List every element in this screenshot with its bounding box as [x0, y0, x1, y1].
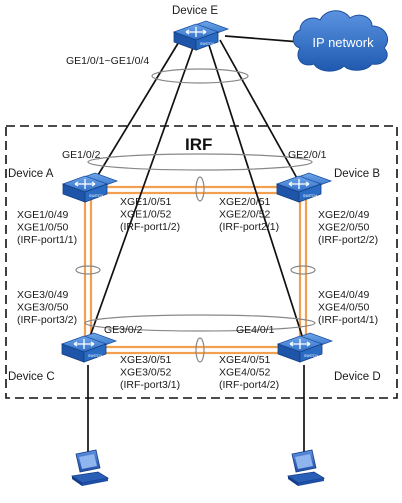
irf-boundary: [5, 125, 398, 399]
device-a-switch[interactable]: SWITCH: [61, 172, 119, 203]
switch-badge-text: SWITCH: [88, 354, 102, 358]
switch-badge-text: SWITCH: [303, 194, 317, 198]
port-block-b-side: XGE2/0/49 XGE2/0/50 (IRF-port2/2): [318, 209, 378, 246]
port-label-c-up: GE3/0/2: [104, 324, 143, 336]
host-links: [87, 365, 305, 458]
pc-base-front: [82, 478, 108, 486]
device-b-label: Device B: [334, 168, 380, 180]
port-line: XGE1/0/49: [17, 209, 69, 221]
device-e-label: Device E: [172, 5, 218, 17]
pc-screen: [295, 454, 313, 469]
pc-base-side: [72, 476, 82, 486]
cloud-label: IP network: [312, 35, 374, 50]
port-line: XGE2/0/52: [219, 209, 271, 221]
port-line: (IRF-port4/2): [219, 379, 279, 391]
port-line: (IRF-port2/2): [318, 234, 378, 246]
port-block-c-side: XGE3/0/49 XGE3/0/50 (IRF-port3/2): [17, 289, 77, 326]
port-line: XGE2/0/51: [219, 196, 271, 208]
port-line: (IRF-port3/1): [120, 379, 180, 391]
port-label-b-up: GE2/0/1: [288, 149, 327, 161]
device-c-label: Device C: [8, 371, 55, 383]
port-line: XGE1/0/50: [17, 222, 69, 234]
port-line: (IRF-port3/2): [17, 314, 77, 326]
port-label-agg-e: GE1/0/1~GE1/0/4: [66, 55, 149, 67]
switch-badge-text: SWITCH: [200, 42, 214, 46]
host-pc-left[interactable]: [70, 449, 110, 486]
port-block-b-top: XGE2/0/51 XGE2/0/52 (IRF-port2/1): [219, 196, 279, 233]
switch-front-face: [299, 343, 323, 363]
uplinks-to-device-e: [86, 35, 306, 346]
port-line: XGE1/0/51: [120, 196, 172, 208]
switch-arrows-icon: [73, 339, 95, 349]
port-line: (IRF-port2/1): [219, 221, 279, 233]
port-line: XGE2/0/49: [318, 209, 370, 221]
port-block-d-bottom: XGE4/0/51 XGE4/0/52 (IRF-port4/2): [219, 354, 279, 391]
switch-front-face: [84, 183, 108, 203]
irf-ring-links: [83, 185, 308, 355]
port-block-a-top: XGE1/0/51 XGE1/0/52 (IRF-port1/2): [120, 196, 180, 233]
port-line: XGE3/0/50: [17, 302, 69, 314]
switch-arrows-icon: [74, 179, 96, 189]
port-line: XGE3/0/52: [120, 367, 172, 379]
device-d-switch[interactable]: SWITCH: [276, 332, 334, 363]
port-line: XGE1/0/52: [120, 209, 172, 221]
device-e-switch[interactable]: SWITCH: [172, 20, 230, 51]
irf-title: IRF: [185, 135, 212, 154]
port-block-c-bottom: XGE3/0/51 XGE3/0/52 (IRF-port3/1): [120, 354, 180, 391]
pc-screen: [79, 454, 97, 469]
port-label-a-up: GE1/0/2: [62, 149, 101, 161]
device-a-label: Device A: [8, 168, 54, 180]
aggregation-ellipses: [75, 68, 316, 363]
port-line: XGE4/0/50: [318, 302, 370, 314]
port-label-d-up: GE4/0/1: [236, 324, 275, 336]
port-block-a-side: XGE1/0/49 XGE1/0/50 (IRF-port1/1): [17, 209, 77, 246]
switch-badge-text: SWITCH: [89, 194, 103, 198]
port-line: XGE4/0/49: [318, 289, 370, 301]
port-line: XGE4/0/51: [219, 354, 271, 366]
switch-arrows-icon: [288, 179, 310, 189]
switch-front-face: [298, 183, 322, 203]
switch-arrows-icon: [185, 27, 207, 37]
port-line: XGE4/0/52: [219, 367, 271, 379]
pc-base-side: [288, 476, 298, 486]
switch-front-face: [195, 31, 219, 51]
port-line: (IRF-port1/2): [120, 221, 180, 233]
device-d-label: Device D: [334, 371, 381, 383]
port-block-d-side: XGE4/0/49 XGE4/0/50 (IRF-port4/1): [318, 289, 378, 326]
switch-badge-text: SWITCH: [304, 354, 318, 358]
device-b-switch[interactable]: SWITCH: [275, 172, 333, 203]
port-line: (IRF-port1/1): [17, 234, 77, 246]
device-c-switch[interactable]: SWITCH: [60, 332, 118, 363]
switch-arrows-icon: [289, 339, 311, 349]
switch-front-face: [83, 343, 107, 363]
ip-network-cloud: IP network: [292, 10, 388, 72]
pc-base-front: [298, 478, 324, 486]
port-line: XGE3/0/51: [120, 354, 172, 366]
host-pc-right[interactable]: [286, 449, 326, 486]
port-line: (IRF-port4/1): [318, 314, 378, 326]
port-line: XGE3/0/49: [17, 289, 69, 301]
port-line: XGE2/0/50: [318, 222, 370, 234]
